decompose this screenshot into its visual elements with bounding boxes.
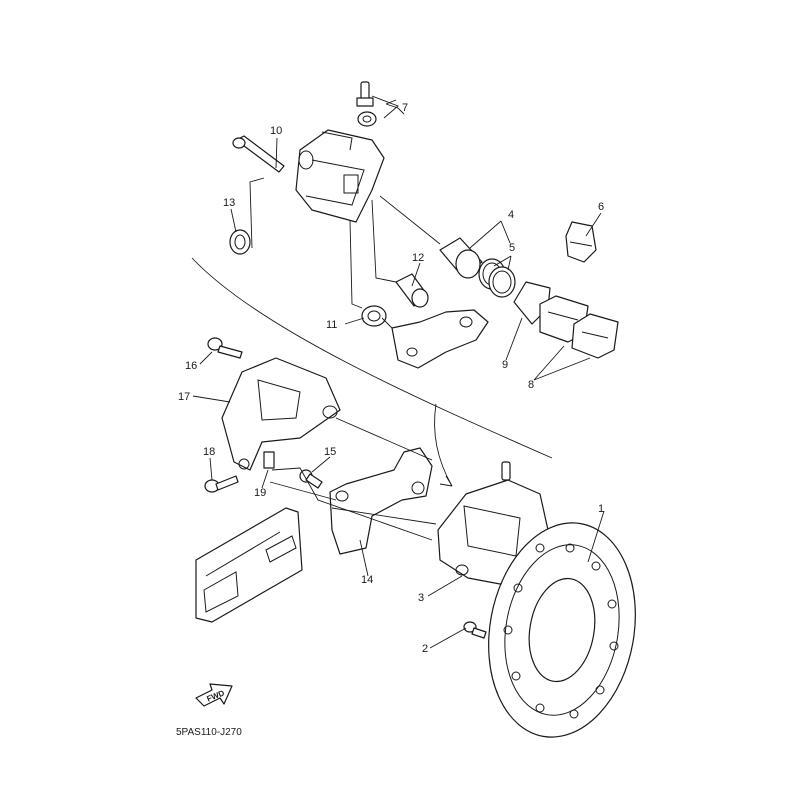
part-1-brake-disc[interactable] <box>472 511 651 749</box>
callout-8: 8 <box>528 379 534 391</box>
forward-arrow-icon <box>195 683 233 707</box>
callout-6: 6 <box>598 201 604 213</box>
callout-11: 11 <box>326 319 337 331</box>
callout-2: 2 <box>422 643 428 655</box>
callout-5: 5 <box>509 242 515 254</box>
part-17-caliper-guard[interactable] <box>221 357 341 471</box>
callout-4: 4 <box>508 209 514 221</box>
callout-14: 14 <box>361 574 373 586</box>
leader-lines <box>191 95 605 649</box>
part-8-brake-pads[interactable] <box>539 295 619 359</box>
part-5-piston-seals[interactable] <box>478 258 516 298</box>
part-18-bolt[interactable] <box>204 475 239 493</box>
upper-caliper-body[interactable] <box>295 129 385 223</box>
part-2-disc-bolt[interactable] <box>463 621 487 639</box>
upper-support-bracket[interactable] <box>391 309 489 369</box>
callout-13: 13 <box>223 197 235 209</box>
part-14-caliper-bracket[interactable] <box>329 447 433 555</box>
callout-10: 10 <box>270 125 282 137</box>
callout-15: 15 <box>324 446 336 458</box>
part-4-piston[interactable] <box>439 237 483 279</box>
callout-16: 16 <box>185 360 197 372</box>
part-10-caliper-pin[interactable] <box>232 135 285 173</box>
part-11-boot[interactable] <box>361 305 387 327</box>
callout-18: 18 <box>203 446 215 458</box>
callout-7: 7 <box>402 102 408 114</box>
part-13-seal[interactable] <box>229 229 251 255</box>
callout-12: 12 <box>412 252 424 264</box>
part-7-bleed-screw[interactable] <box>356 81 377 127</box>
part-12-slide-pin[interactable] <box>395 273 429 308</box>
part-15-bolt[interactable] <box>299 469 323 489</box>
part-19-collar[interactable] <box>263 451 275 469</box>
callout-1: 1 <box>598 503 604 515</box>
swingarm <box>195 507 303 623</box>
callout-3: 3 <box>418 592 424 604</box>
callout-9: 9 <box>502 359 508 371</box>
callout-17: 17 <box>178 391 190 403</box>
callout-19: 19 <box>254 487 266 499</box>
diagram-code: 5PAS110-J270 <box>176 727 242 738</box>
part-16-bolt[interactable] <box>207 337 243 359</box>
